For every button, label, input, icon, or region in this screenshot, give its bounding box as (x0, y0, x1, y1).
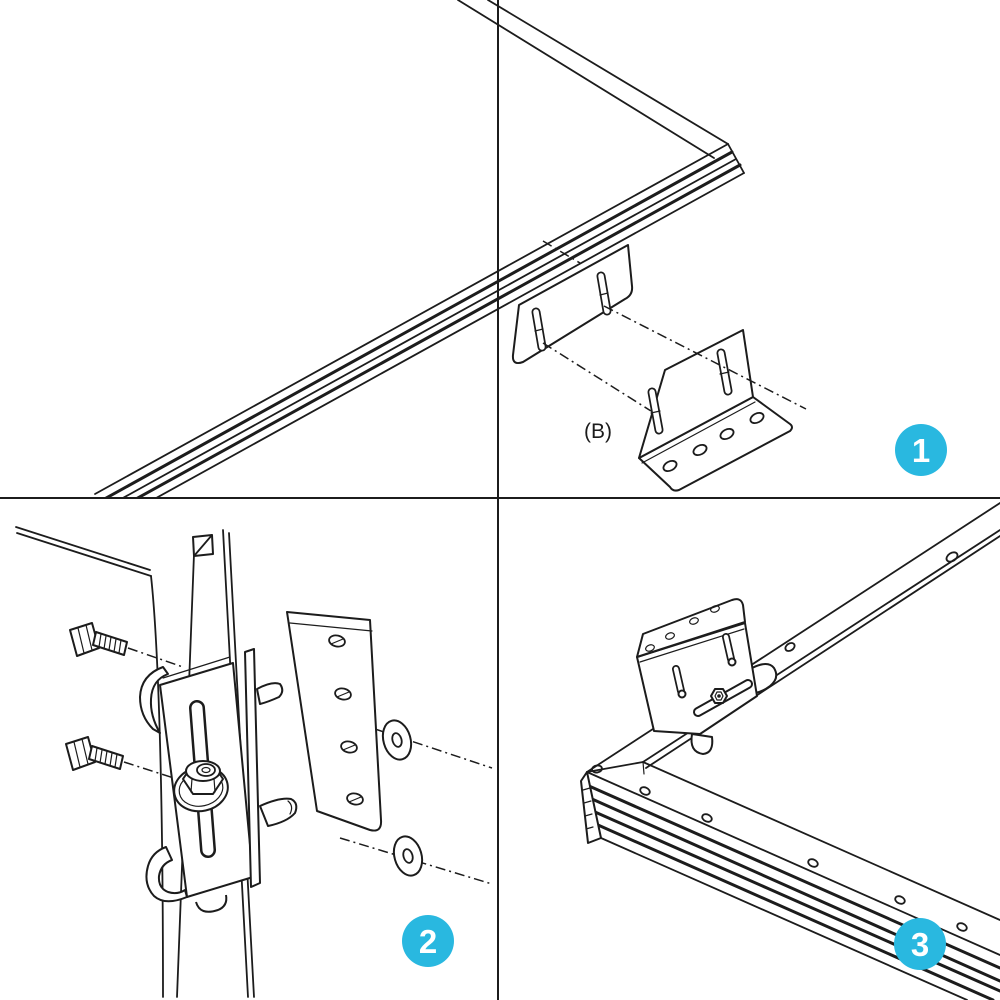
l-bracket-rear (286, 611, 383, 832)
l-bracket-b (638, 329, 793, 492)
washer-top (381, 719, 413, 761)
z-bracket-mounted (636, 598, 778, 755)
hex-bolt-head (710, 688, 728, 704)
part-label-b: (B) (584, 420, 612, 443)
step-2-illustration (15, 526, 493, 998)
bracket-foot-left (145, 846, 188, 903)
frame-end-face (580, 771, 602, 844)
flange-hole (662, 411, 765, 473)
step-1-badge: 1 (895, 424, 947, 476)
solar-panel-frame (94, 0, 745, 497)
hook-tab (751, 663, 778, 694)
panel-divider-vertical (497, 0, 499, 1000)
step-3-badge: 3 (894, 918, 946, 970)
flange-hole (645, 605, 720, 652)
z-bracket (139, 648, 298, 913)
frame-rail-lower (586, 761, 1000, 1000)
hook-tab-bottom (259, 797, 298, 827)
hook-tab-top (256, 682, 284, 705)
bracket-hole (328, 634, 364, 806)
bracket-top-flange (636, 598, 746, 658)
panel-back-sheet (15, 526, 164, 998)
panel-divider-horizontal (0, 497, 1000, 499)
bracket-foot-bottom (195, 894, 228, 913)
step-2-badge: 2 (402, 915, 454, 967)
frame-rivet (591, 551, 968, 932)
bracket-top-hook (139, 666, 169, 734)
alignment-square-marker (192, 534, 214, 557)
keyhole-slot-left (672, 665, 687, 699)
keyhole-slot-right (722, 633, 737, 667)
flange-nut (173, 760, 229, 813)
bracket-right-bar (244, 648, 261, 888)
flange-slot-left (531, 307, 547, 352)
washer-bottom (392, 835, 424, 877)
hex-bolt-bottom (65, 736, 124, 771)
hex-bolt-top (69, 622, 128, 657)
flange-slot-right (596, 271, 612, 316)
mounting-flange-plate (511, 244, 634, 365)
alignment-lines (542, 240, 807, 412)
bracket-slot-left (647, 387, 664, 435)
bracket-slot-right (716, 348, 733, 396)
step-1-illustration: (B) (94, 0, 807, 497)
bracket-foot (690, 733, 714, 755)
